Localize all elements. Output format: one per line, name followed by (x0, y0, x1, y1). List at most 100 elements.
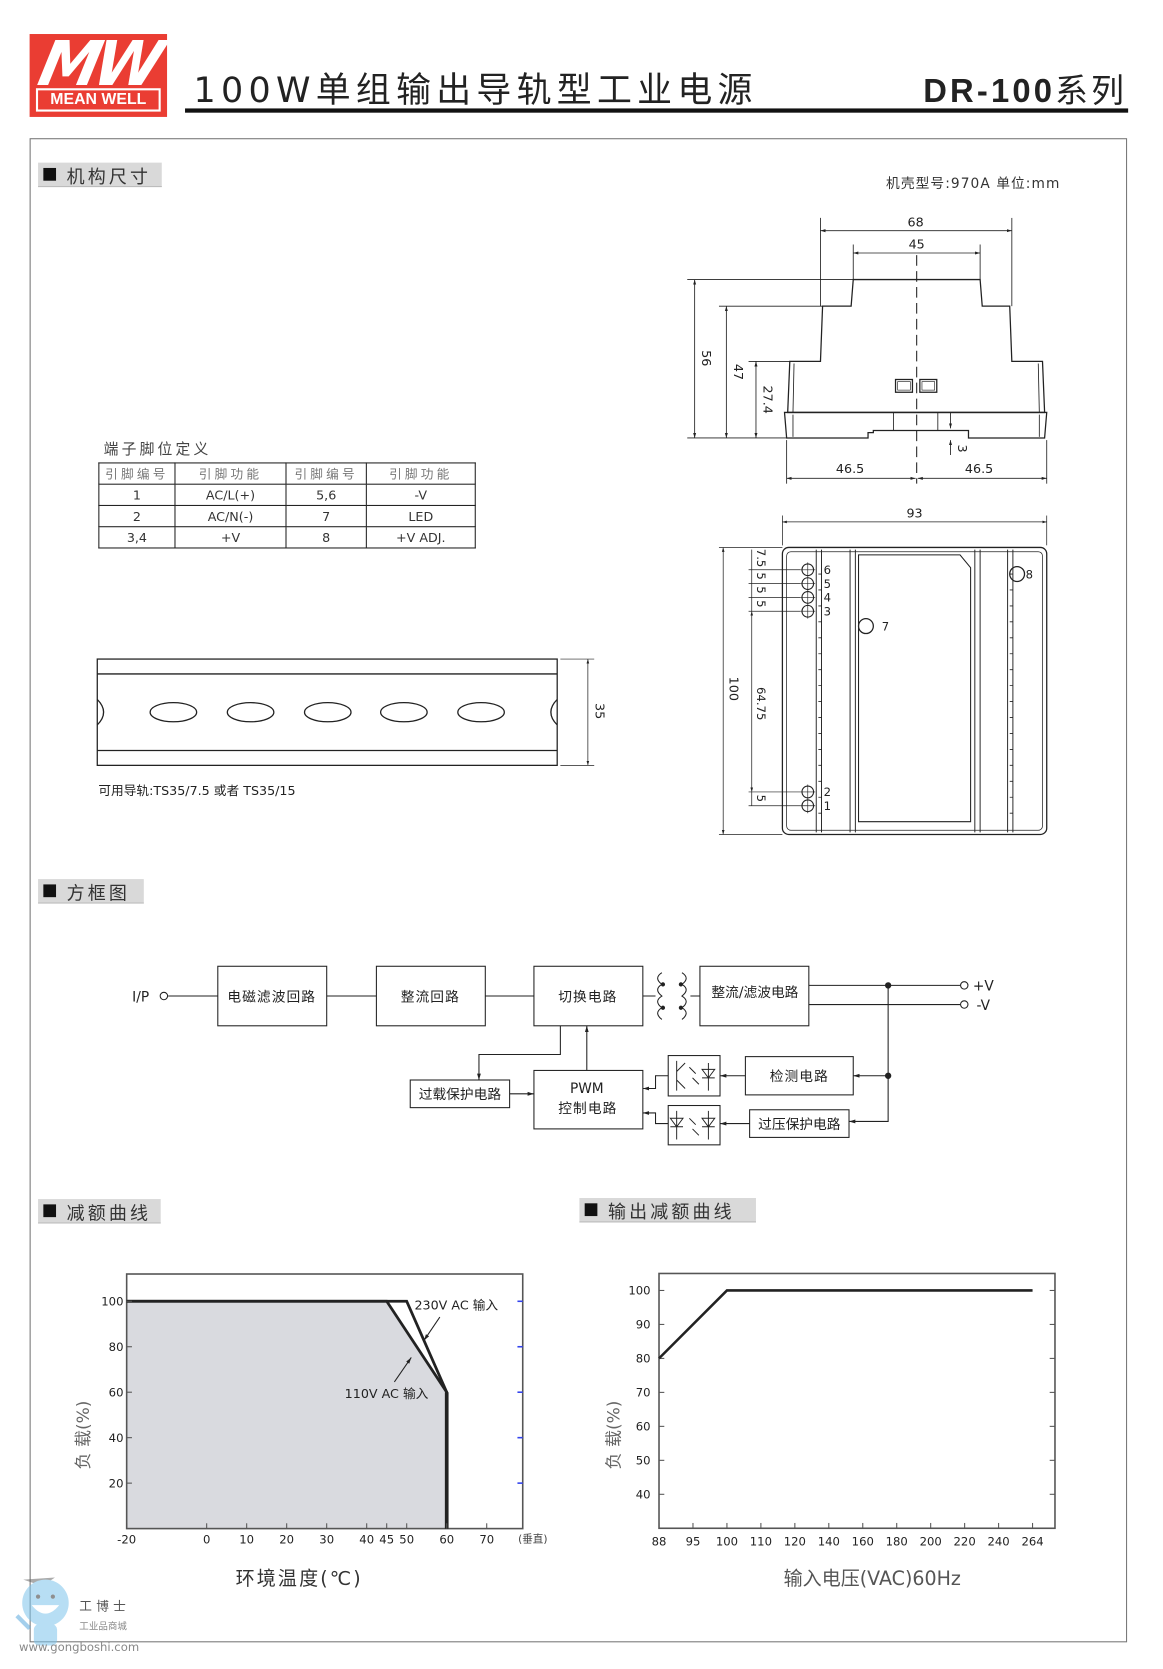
derating-area (126, 1301, 447, 1529)
plot-frame (125, 1273, 524, 1530)
table-header: 引脚编号 (285, 462, 367, 485)
input-label: I/P (132, 989, 149, 1005)
x-tick-label: 95 (686, 1535, 701, 1549)
y-tick-label: 80 (109, 1340, 124, 1354)
y-axis-label: 负 载(%) (604, 1401, 624, 1470)
pin-label: 1 (824, 799, 831, 813)
dim-height-mid: 47 (731, 364, 746, 380)
pin-table: 引脚编号 引脚功能 引脚编号 引脚功能 1 AC/L(+) 5,6 -V 2 A… (98, 462, 476, 549)
x-tick-label: 60 (439, 1532, 454, 1546)
y-tick-label: 40 (109, 1431, 124, 1445)
block-switching: 切换电路 (558, 988, 617, 1005)
x-tick-label: 264 (1021, 1535, 1043, 1549)
dim-foot: 3 (955, 445, 970, 453)
x-tick-label: -20 (117, 1532, 136, 1546)
table-header-row: 引脚编号 引脚功能 引脚编号 引脚功能 (98, 462, 476, 485)
x-tick-label: 110 (750, 1535, 772, 1549)
dim-outer-width: 68 (908, 214, 924, 229)
dim-inner-width: 45 (909, 237, 925, 252)
voltage-adjust-pot (1009, 565, 1026, 583)
annotation-arrow (393, 1357, 412, 1383)
x-tick-label: 180 (886, 1535, 908, 1549)
block-pwm-control: 控制电路 (558, 1101, 617, 1117)
dim-bottom-pitch: 5 (754, 795, 768, 802)
bullet-square-icon (43, 884, 57, 898)
x-tick-label: 45 (379, 1532, 394, 1546)
section-derating: 减额曲线 (38, 1199, 161, 1225)
block-detect: 检测电路 (770, 1069, 829, 1085)
annotation-arrow (423, 1316, 441, 1341)
adj-label: 8 (1026, 567, 1033, 581)
dim-height-total: 56 (699, 350, 714, 366)
x-tick-label: 220 (954, 1535, 976, 1549)
pin-label: 2 (824, 785, 831, 799)
section-title: 方框图 (66, 882, 131, 905)
series-suffix: 系列 (1055, 72, 1128, 111)
pin-label: 3 (824, 604, 831, 618)
terminal-pins (800, 562, 816, 814)
pin-label: 4 (824, 591, 831, 605)
table-cell: 5,6 (285, 483, 367, 506)
block-rectifier: 整流回路 (401, 989, 460, 1005)
table-cell: 3,4 (98, 526, 176, 549)
optocoupler-icon (669, 1110, 716, 1140)
y-tick-label: 100 (628, 1284, 650, 1298)
dim-pitch-1: 7.5 (754, 549, 768, 568)
y-tick-label: 40 (636, 1488, 651, 1502)
y-tick-label: 90 (636, 1318, 651, 1332)
block-olp: 过载保护电路 (419, 1087, 502, 1103)
bullet-square-icon (43, 1204, 57, 1218)
section-title: 减额曲线 (66, 1202, 152, 1225)
plot-frame (658, 1272, 1056, 1530)
x-axis-note: (垂直) (518, 1532, 547, 1545)
y-tick-label: 20 (109, 1476, 124, 1490)
y-tick-label: 60 (109, 1385, 124, 1399)
dim-height: 100 (727, 677, 742, 701)
y-tick-label: 60 (636, 1420, 651, 1434)
x-tick-label: 120 (784, 1535, 806, 1549)
x-axis-label: 环境温度(℃) (236, 1568, 363, 1590)
watermark-subtitle: 工业品商城 (79, 1622, 127, 1633)
x-tick-label: 0 (203, 1532, 210, 1546)
table-cell: AC/L(+) (174, 483, 287, 506)
x-tick-label: 70 (479, 1532, 494, 1546)
section-block-diagram: 方框图 (38, 879, 144, 905)
x-tick-label: 88 (652, 1535, 667, 1549)
dim-pitch-2: 5 (754, 572, 768, 579)
output-negative: -V (977, 998, 991, 1014)
din-rail-drawing: 35 (96, 658, 607, 766)
content-frame (29, 138, 1128, 1643)
pin-table-title: 端子脚位定义 (103, 441, 212, 459)
annotation-230v: 230V AC 输入 (414, 1298, 498, 1313)
section-output-derating: 输出减额曲线 (579, 1198, 756, 1223)
block-emi-filter: 电磁滤波回路 (227, 989, 316, 1005)
led-indicator (857, 618, 874, 635)
bullet-square-icon (584, 1203, 598, 1217)
dim-span: 64.75 (754, 687, 768, 720)
watermark-url: www.gongboshi.com (19, 1640, 140, 1655)
dim-half-right: 46.5 (965, 461, 993, 476)
dim-pitch-4: 5 (754, 600, 768, 607)
section-title: 输出减额曲线 (607, 1201, 735, 1223)
section-title: 机构尺寸 (66, 166, 152, 188)
transformer-icon (657, 972, 687, 1020)
bullet-square-icon (43, 167, 57, 181)
case-info: 机壳型号:970A 单位:mm (886, 176, 1061, 193)
x-tick-label: 20 (279, 1532, 294, 1546)
x-axis-label: 输入电压(VAC)60Hz (784, 1568, 961, 1590)
logo-brand: MEAN WELL (35, 88, 161, 112)
watermark-mascot-icon (15, 1577, 69, 1646)
x-tick-label: 10 (239, 1532, 254, 1546)
y-tick-label: 80 (636, 1352, 651, 1366)
dim-half-left: 46.5 (836, 461, 864, 476)
watermark-name: 工博士 (79, 1598, 131, 1614)
table-header: 引脚功能 (365, 462, 476, 485)
optocoupler-icon (676, 1060, 716, 1091)
y-axis-label: 负 载(%) (73, 1401, 93, 1470)
series-line-load (658, 1289, 1033, 1360)
x-tick-label: 100 (716, 1535, 738, 1549)
mean-well-logo: MW MEAN WELL (29, 28, 168, 117)
